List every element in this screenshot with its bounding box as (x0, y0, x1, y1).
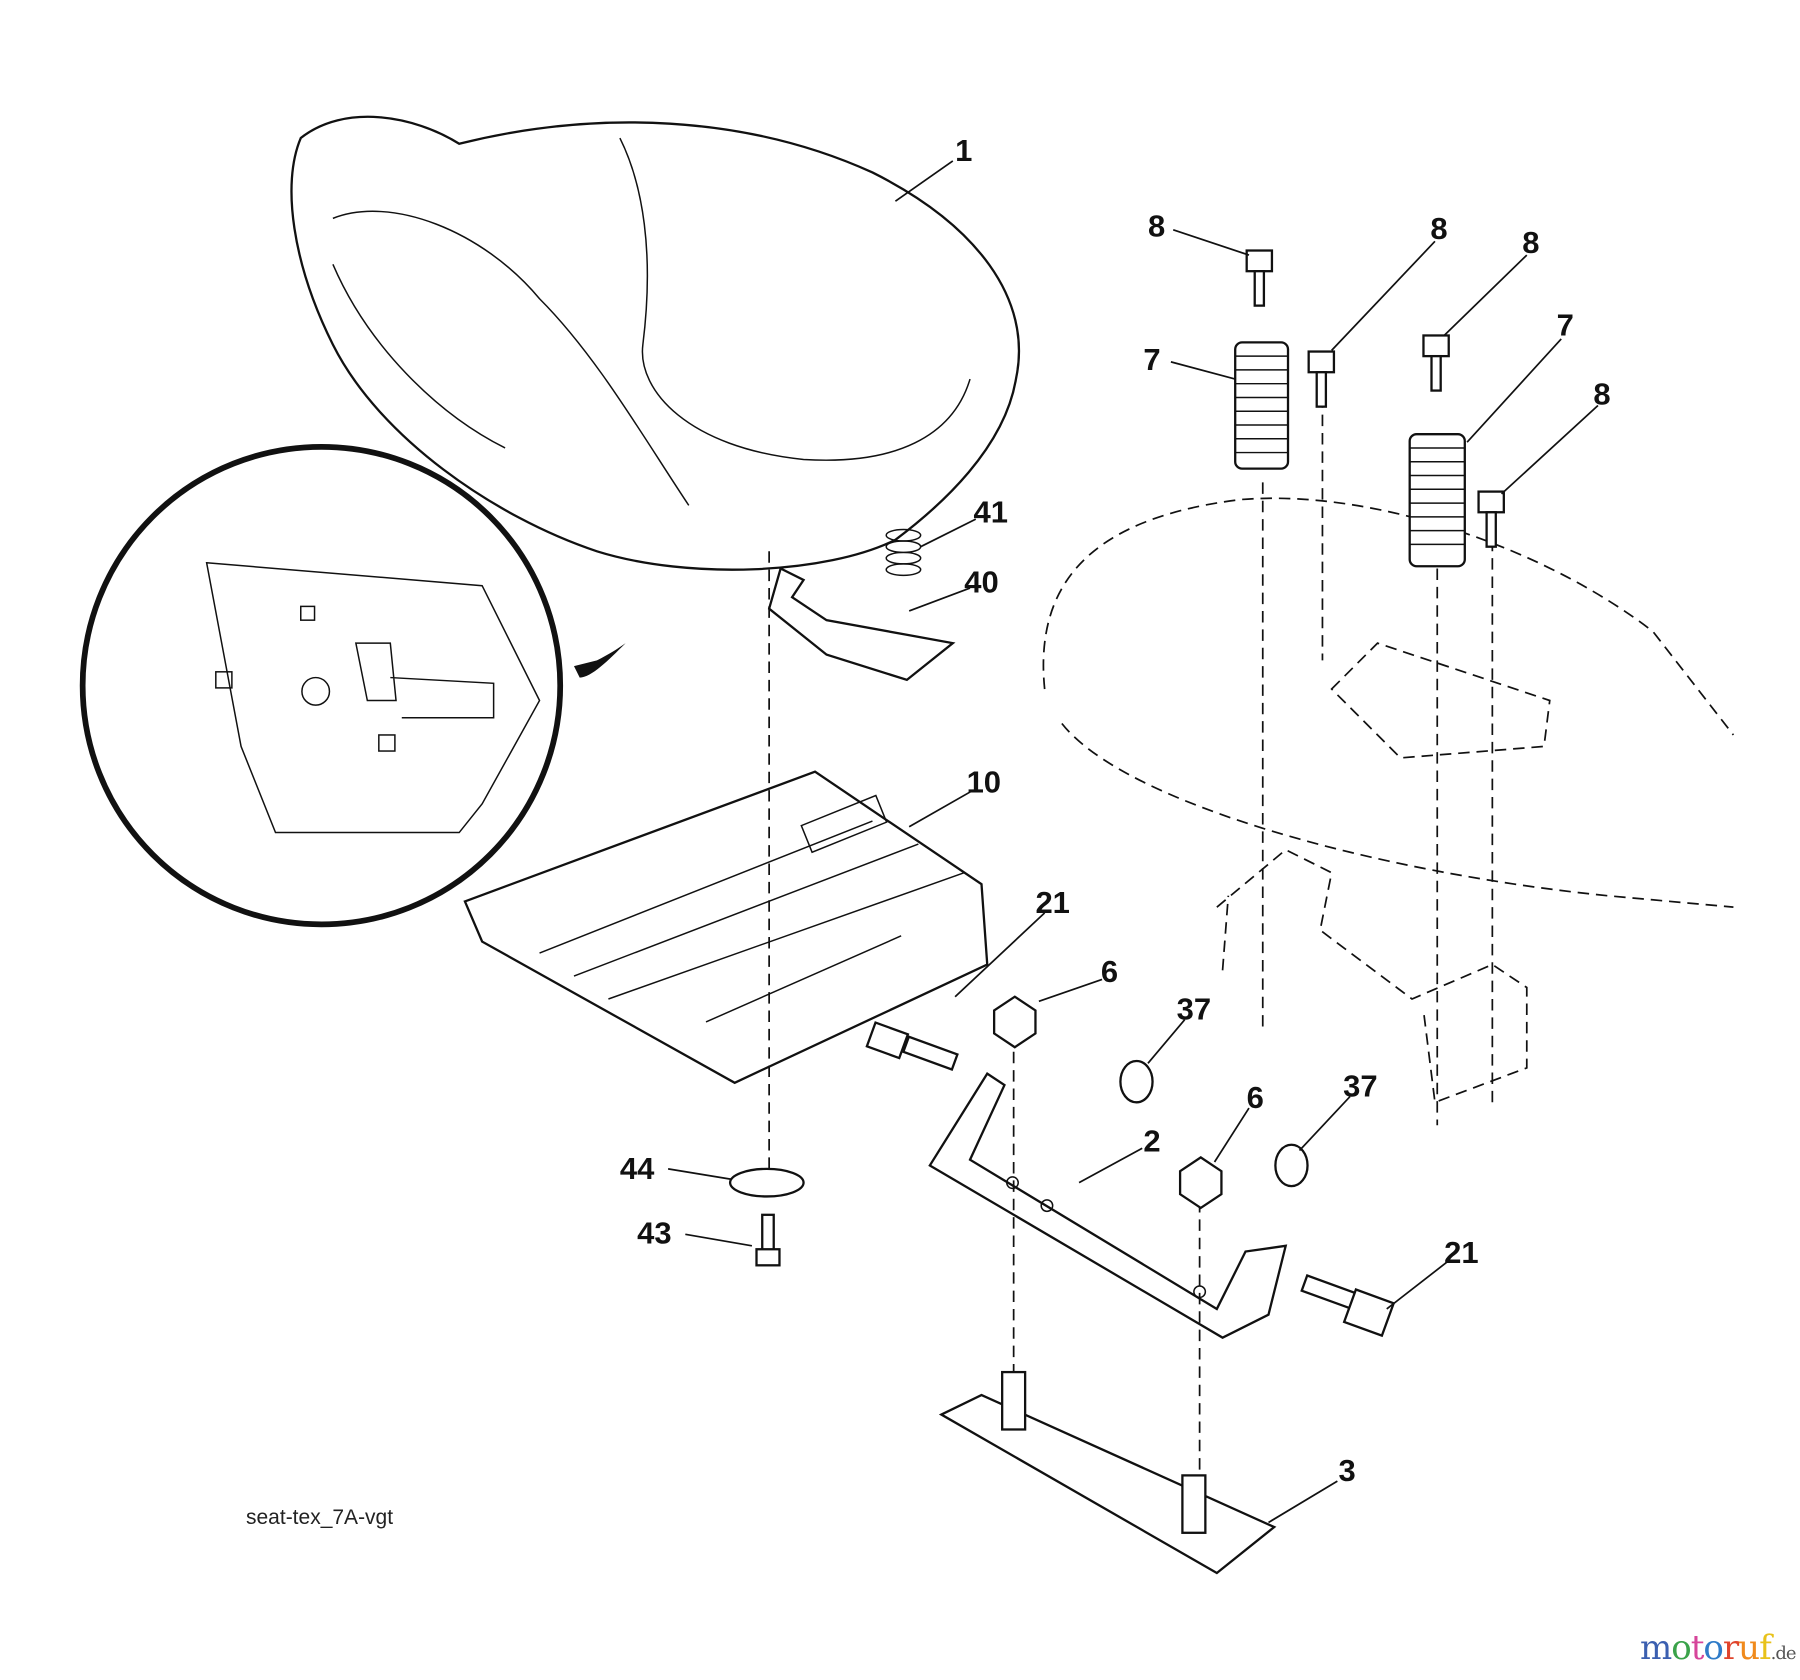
diagram-code: seat-tex_7A-vgt (246, 1506, 394, 1529)
seat-pan-10 (463, 770, 989, 1085)
callout-37: 37 (1343, 1069, 1377, 1104)
bolts-8 (1245, 249, 1505, 548)
callout-44: 44 (620, 1151, 655, 1186)
bracket-2 (928, 1071, 1288, 1339)
spring-41 (885, 528, 922, 577)
leader-lines (667, 160, 1599, 1524)
callout-8: 8 (1148, 209, 1165, 244)
callout-8: 8 (1593, 376, 1610, 411)
callout-2: 2 (1143, 1124, 1160, 1159)
callout-1: 1 (955, 133, 972, 168)
nut-37a (1119, 1059, 1154, 1104)
callout-7: 7 (1557, 307, 1574, 342)
detail-inset (79, 443, 626, 928)
bolt-21b (1300, 1274, 1396, 1338)
studs (1001, 1370, 1207, 1534)
spring-7a (1234, 341, 1290, 470)
watermark-logo: motoruf.de (1640, 1628, 1797, 1668)
nut-37b (1274, 1143, 1309, 1188)
callout-6: 6 (1101, 954, 1118, 989)
callout-10: 10 (967, 764, 1001, 799)
callout-21: 21 (1035, 885, 1069, 920)
callout-8: 8 (1522, 225, 1539, 260)
callout-21: 21 (1444, 1235, 1478, 1270)
callout-43: 43 (637, 1216, 671, 1251)
callout-7: 7 (1143, 342, 1160, 377)
washer-44 (728, 1167, 805, 1198)
callout-37: 37 (1177, 992, 1211, 1027)
callout-8: 8 (1430, 211, 1447, 246)
plate-3 (938, 1393, 1277, 1575)
callout-3: 3 (1339, 1453, 1356, 1488)
spring-7b (1408, 433, 1466, 568)
bolt-21a (865, 1021, 959, 1071)
bracket-40 (767, 566, 956, 682)
nut-6b (1178, 1156, 1223, 1210)
bolt-43 (755, 1213, 781, 1267)
callout-40: 40 (964, 565, 998, 600)
callout-41: 41 (973, 495, 1007, 530)
callout-6: 6 (1247, 1080, 1264, 1115)
nut-6a (992, 995, 1037, 1049)
frame-outline (1042, 497, 1735, 1104)
seat-part (290, 115, 1021, 571)
